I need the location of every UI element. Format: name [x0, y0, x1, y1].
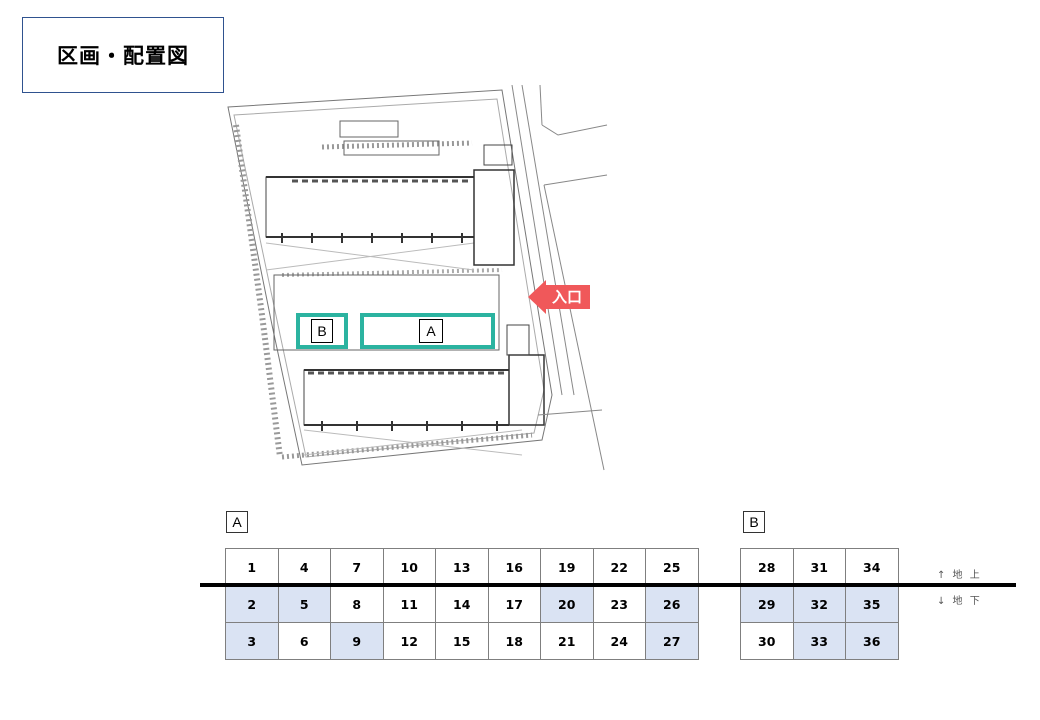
entrance-arrow-icon	[528, 280, 590, 314]
parking-space-9[interactable]: 9	[330, 622, 384, 660]
zone-b-label: B	[311, 319, 333, 343]
entrance-label: 入口	[551, 287, 582, 306]
parking-space-21[interactable]: 21	[540, 622, 594, 660]
parking-space-36[interactable]: 36	[845, 622, 899, 660]
parking-space-23[interactable]: 23	[592, 585, 646, 623]
zone-a-highlight[interactable]	[360, 313, 495, 349]
parking-space-6[interactable]: 6	[277, 622, 331, 660]
legend-above-ground: ↑ 地 上	[937, 570, 982, 581]
parking-space-1[interactable]: 1	[225, 548, 279, 586]
parking-space-14[interactable]: 14	[435, 585, 489, 623]
parking-space-28[interactable]: 28	[740, 548, 794, 586]
parking-space-10[interactable]: 10	[382, 548, 436, 586]
title-box: 区画・配置図	[22, 17, 224, 93]
page-title: 区画・配置図	[57, 44, 189, 68]
parking-space-34[interactable]: 34	[845, 548, 899, 586]
parking-space-29[interactable]: 29	[740, 585, 794, 623]
parking-space-19[interactable]: 19	[540, 548, 594, 586]
ground-level-line	[200, 583, 1016, 587]
parking-space-20[interactable]: 20	[540, 585, 594, 623]
parking-space-17[interactable]: 17	[487, 585, 541, 623]
parking-space-35[interactable]: 35	[845, 585, 899, 623]
parking-space-32[interactable]: 32	[792, 585, 846, 623]
parking-space-5[interactable]: 5	[277, 585, 331, 623]
parking-space-13[interactable]: 13	[435, 548, 489, 586]
section-a-label: A	[226, 511, 248, 533]
parking-space-2[interactable]: 2	[225, 585, 279, 623]
parking-space-16[interactable]: 16	[487, 548, 541, 586]
parking-space-18[interactable]: 18	[487, 622, 541, 660]
parking-space-27[interactable]: 27	[645, 622, 699, 660]
parking-space-30[interactable]: 30	[740, 622, 794, 660]
parking-space-24[interactable]: 24	[592, 622, 646, 660]
parking-space-11[interactable]: 11	[382, 585, 436, 623]
parking-space-25[interactable]: 25	[645, 548, 699, 586]
zone-b-highlight[interactable]	[296, 313, 348, 349]
zone-a-label: A	[419, 319, 443, 343]
section-b-label: B	[743, 511, 765, 533]
parking-space-15[interactable]: 15	[435, 622, 489, 660]
parking-space-7[interactable]: 7	[330, 548, 384, 586]
parking-space-4[interactable]: 4	[277, 548, 331, 586]
parking-space-31[interactable]: 31	[792, 548, 846, 586]
parking-space-33[interactable]: 33	[792, 622, 846, 660]
parking-space-8[interactable]: 8	[330, 585, 384, 623]
parking-space-26[interactable]: 26	[645, 585, 699, 623]
legend-below-ground: ↓ 地 下	[937, 596, 982, 607]
parking-space-3[interactable]: 3	[225, 622, 279, 660]
parking-space-12[interactable]: 12	[382, 622, 436, 660]
site-plan-drawing	[227, 85, 608, 471]
parking-space-22[interactable]: 22	[592, 548, 646, 586]
site-plan	[222, 85, 622, 475]
